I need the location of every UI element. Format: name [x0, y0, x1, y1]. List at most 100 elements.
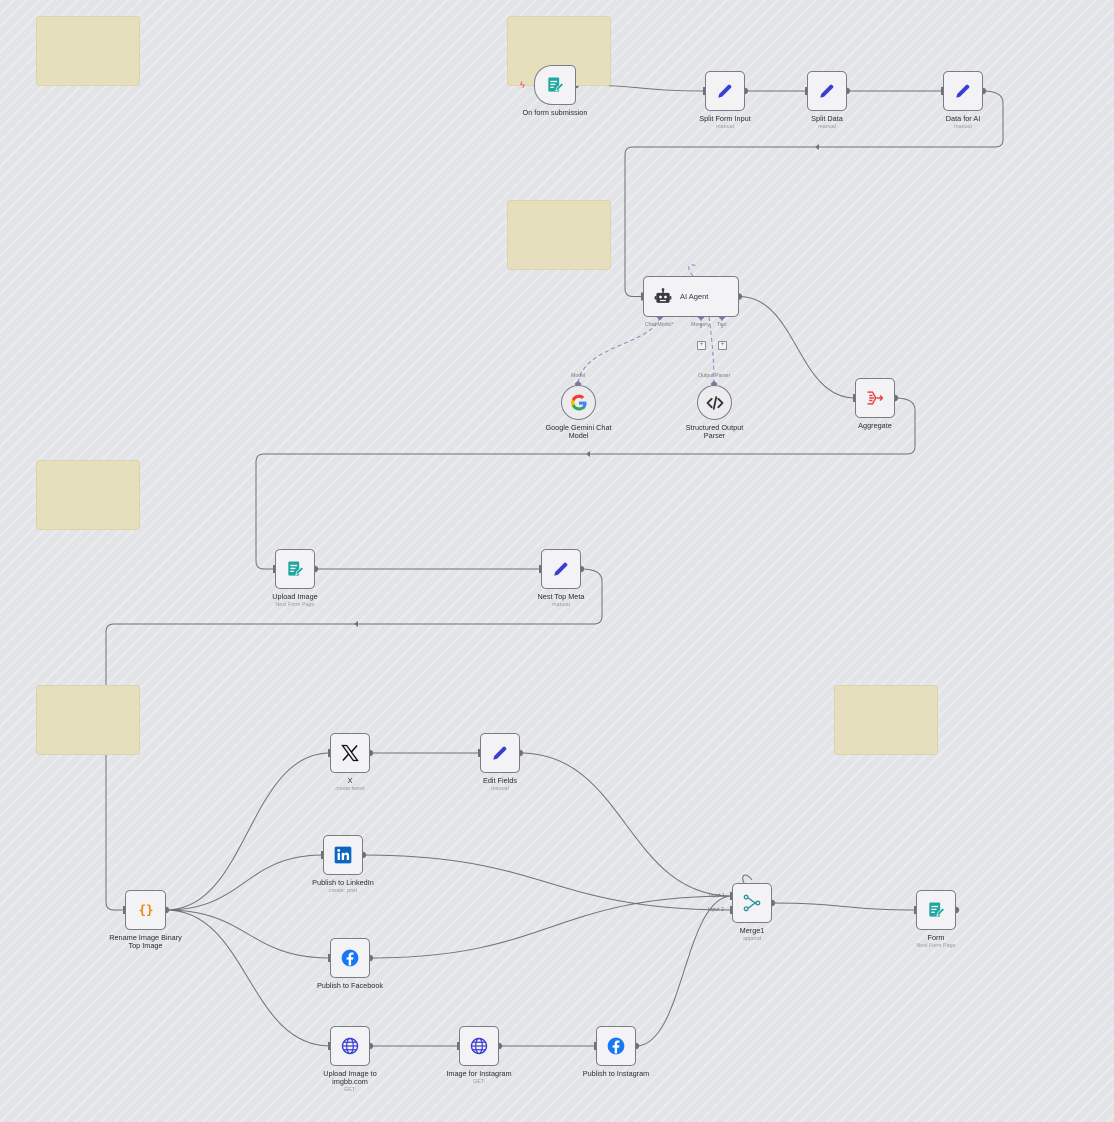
- node-label: Data for AI: [945, 114, 981, 123]
- facebook-icon: [606, 1036, 626, 1056]
- node-aggregate[interactable]: [855, 378, 895, 418]
- node-upload-image[interactable]: [275, 549, 315, 589]
- input-handle[interactable]: [914, 906, 917, 914]
- input-handle[interactable]: [123, 906, 126, 914]
- node-img-insta[interactable]: [459, 1026, 499, 1066]
- input-handle[interactable]: [805, 87, 808, 95]
- input-handle[interactable]: [457, 1042, 460, 1050]
- input-handle[interactable]: [853, 394, 856, 402]
- node-rename[interactable]: {}: [125, 890, 166, 930]
- sticky-note[interactable]: [36, 685, 140, 755]
- input-handle[interactable]: [641, 292, 644, 301]
- input-handle[interactable]: [478, 749, 481, 757]
- node-label: Split Form Input: [699, 114, 751, 123]
- input-handle[interactable]: [328, 749, 331, 757]
- node-subtitle: manual: [954, 124, 972, 130]
- node-imgbb[interactable]: [330, 1026, 370, 1066]
- form-icon: [926, 900, 946, 920]
- node-gemini[interactable]: [561, 385, 596, 420]
- code-icon: [705, 393, 725, 413]
- node-edit-fields[interactable]: [480, 733, 520, 773]
- node-label: Form: [927, 933, 945, 942]
- merge-input-2-label: Input 2: [708, 907, 724, 913]
- node-x[interactable]: [330, 733, 370, 773]
- input-handle[interactable]: [703, 87, 706, 95]
- input-handle[interactable]: [328, 954, 331, 962]
- connection-edit-fields-merge[interactable]: [519, 752, 733, 897]
- merge-loop-indicator[interactable]: [742, 874, 753, 884]
- node-form-trigger[interactable]: [534, 65, 576, 105]
- sticky-note[interactable]: [36, 460, 140, 530]
- node-subtitle: manual: [491, 786, 509, 792]
- form-icon: [285, 559, 305, 579]
- sticky-note[interactable]: [834, 685, 938, 755]
- pencil-icon: [551, 559, 571, 579]
- node-form-end[interactable]: [916, 890, 956, 930]
- node-label: Structured Output Parser: [685, 423, 744, 440]
- connection-facebook-merge[interactable]: [369, 895, 733, 959]
- node-label: Publish to LinkedIn: [312, 878, 374, 887]
- node-nest-meta[interactable]: [541, 549, 581, 589]
- merge-icon: [742, 893, 762, 913]
- input-handle[interactable]: [321, 851, 324, 859]
- node-label: Aggregate: [858, 421, 892, 430]
- connection-linkedin-merge[interactable]: [362, 854, 733, 911]
- port-label-memory: Memory: [691, 322, 710, 328]
- braces-icon: {}: [136, 900, 156, 920]
- flow-arrow: [354, 621, 358, 627]
- input-handle[interactable]: [594, 1042, 597, 1050]
- node-subtitle: manual: [716, 124, 734, 130]
- connection-rename-x[interactable]: [165, 752, 331, 911]
- input-handle[interactable]: [328, 1042, 331, 1050]
- connection-rename-imgbb[interactable]: [165, 909, 331, 1047]
- node-insta[interactable]: [596, 1026, 636, 1066]
- node-split-data[interactable]: [807, 71, 847, 111]
- connection-data-ai-ai-agent[interactable]: [624, 90, 1004, 297]
- node-merge[interactable]: [732, 883, 772, 923]
- pencil-icon: [817, 81, 837, 101]
- input-handle[interactable]: [539, 565, 542, 573]
- node-subtitle: GET:: [473, 1079, 485, 1085]
- form-icon: [545, 75, 565, 95]
- pencil-icon: [953, 81, 973, 101]
- add-tool-button[interactable]: +: [718, 341, 727, 350]
- node-facebook[interactable]: [330, 938, 370, 978]
- agent-loop-indicator[interactable]: [688, 264, 697, 277]
- node-label: Nest Top Meta: [537, 592, 585, 601]
- add-memory-button[interactable]: +: [697, 341, 706, 350]
- node-subtitle: append: [743, 936, 761, 942]
- input-handle[interactable]: [730, 906, 733, 914]
- node-label: Google Gemini Chat Model: [545, 423, 612, 440]
- connection-merge-form[interactable]: [771, 902, 917, 911]
- node-ai-agent[interactable]: AI Agent: [643, 276, 739, 317]
- node-linkedin[interactable]: [323, 835, 363, 875]
- facebook-icon: [340, 948, 360, 968]
- node-label: On form submission: [522, 108, 588, 117]
- trigger-bolt-icon: ϟ: [520, 80, 525, 90]
- connection-aggregate-upload-image[interactable]: [255, 397, 916, 570]
- input-handle[interactable]: [941, 87, 944, 95]
- node-label: Publish to Instagram: [582, 1069, 650, 1078]
- input-handle[interactable]: [273, 565, 276, 573]
- connection-gemini-agent[interactable]: [577, 316, 661, 385]
- pencil-icon: [490, 743, 510, 763]
- svg-text:{}: {}: [138, 902, 153, 917]
- x-logo-icon: [340, 743, 360, 763]
- connection-rename-facebook[interactable]: [165, 909, 331, 959]
- connection-nest-meta-rename[interactable]: [105, 568, 603, 911]
- node-parser[interactable]: [697, 385, 732, 420]
- sticky-note[interactable]: [507, 200, 611, 270]
- input-handle[interactable]: [730, 892, 733, 900]
- robot-icon: [653, 287, 673, 307]
- connection-rename-linkedin[interactable]: [165, 854, 324, 911]
- port-label-tool: Tool: [717, 322, 727, 328]
- flow-arrow: [586, 451, 590, 457]
- sticky-note[interactable]: [36, 16, 140, 86]
- port-label-chat-model: Chat Model*: [645, 322, 674, 328]
- node-split-form[interactable]: [705, 71, 745, 111]
- connection-instagram-merge[interactable]: [635, 895, 733, 1047]
- node-label: Split Data: [811, 114, 843, 123]
- node-data-ai[interactable]: [943, 71, 983, 111]
- connection-ai-agent-aggregate[interactable]: [738, 296, 856, 399]
